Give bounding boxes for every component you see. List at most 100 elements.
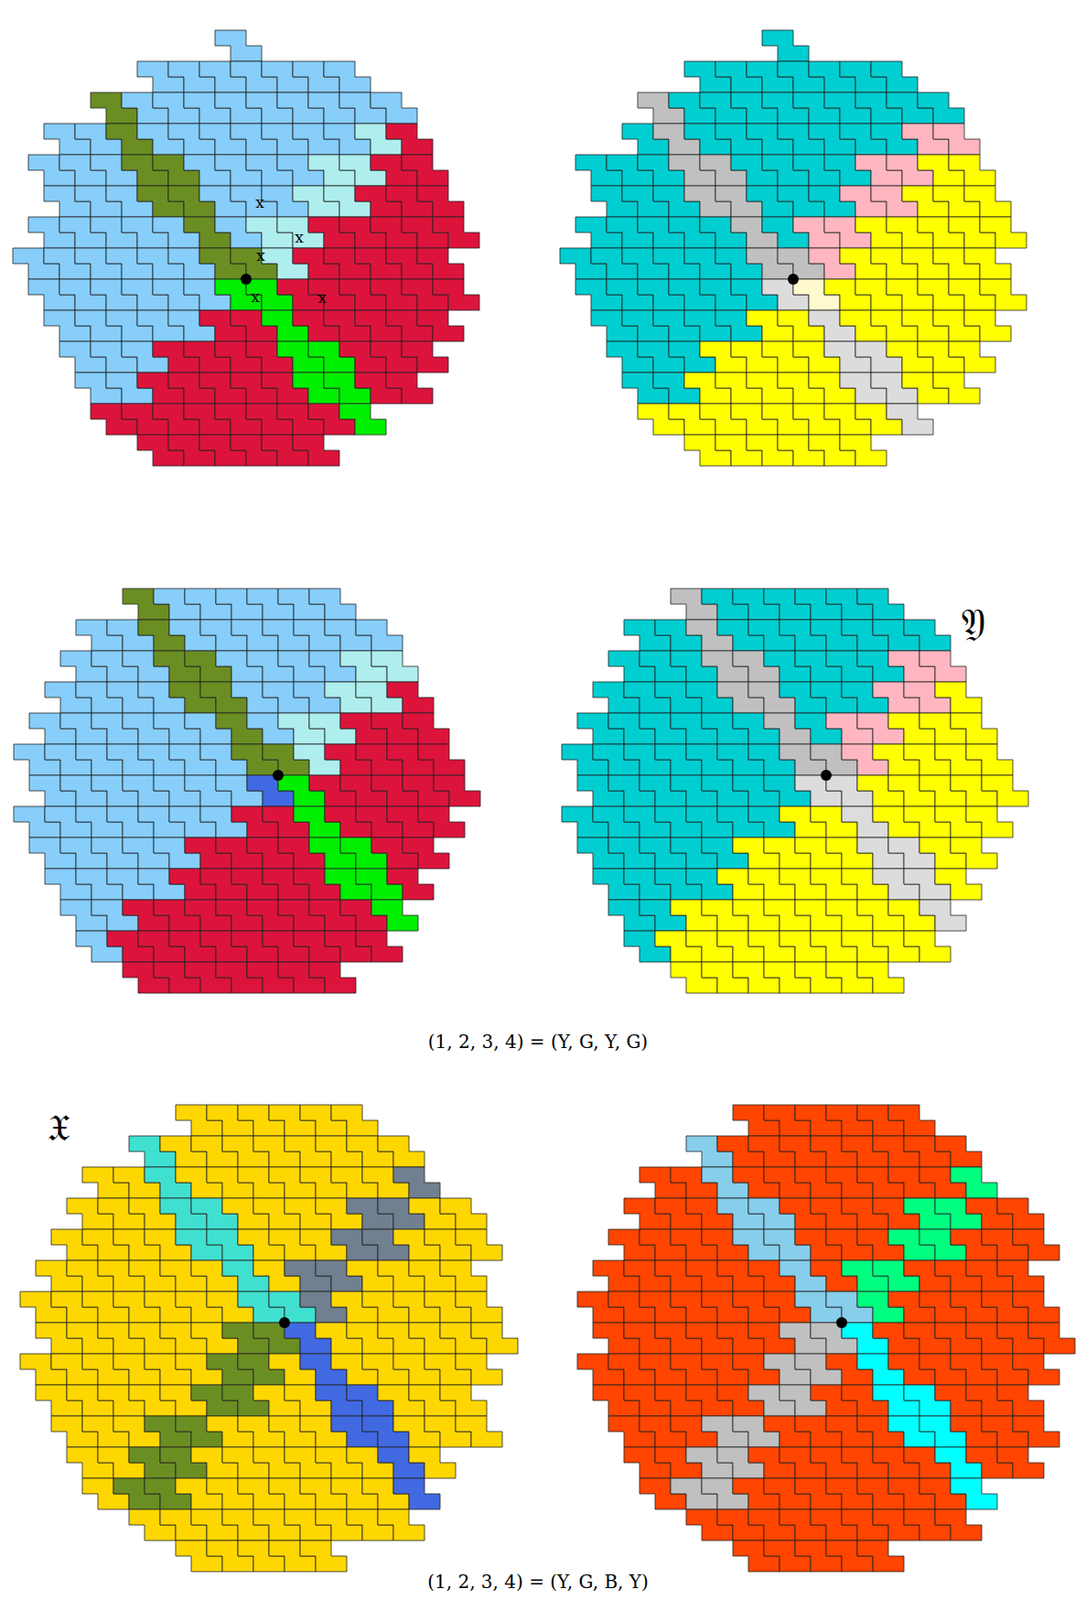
tile xyxy=(948,154,996,186)
tile xyxy=(408,1446,456,1478)
tile xyxy=(935,1508,982,1540)
tile xyxy=(997,1259,1044,1291)
tile xyxy=(964,310,1011,342)
tile xyxy=(440,1259,487,1291)
tile xyxy=(355,930,403,962)
tile xyxy=(418,743,465,775)
tile xyxy=(886,403,934,435)
tile xyxy=(1012,1353,1060,1385)
tile xyxy=(948,341,996,373)
tile xyxy=(331,1104,378,1136)
tile xyxy=(997,1384,1044,1416)
tile xyxy=(393,1166,441,1198)
tile xyxy=(377,1135,425,1167)
tile xyxy=(839,434,887,466)
tile xyxy=(950,712,998,744)
tile xyxy=(903,619,951,651)
tile-mark: x xyxy=(255,193,265,212)
tile xyxy=(919,650,967,682)
center-dot xyxy=(240,273,252,285)
tile-mark: x xyxy=(317,288,327,307)
tile xyxy=(455,1228,503,1260)
tile xyxy=(979,279,1027,311)
panel-symbol: 𝔜 xyxy=(961,601,986,645)
tile xyxy=(762,30,809,62)
panel-symbol: 𝔛 xyxy=(47,1106,71,1150)
tile xyxy=(933,123,980,155)
tile xyxy=(371,650,419,682)
tile xyxy=(440,1384,487,1416)
tile xyxy=(935,868,982,900)
tile xyxy=(370,92,418,124)
tile xyxy=(455,1415,503,1447)
tile xyxy=(401,154,449,186)
tile xyxy=(1012,1415,1060,1447)
tile xyxy=(432,279,480,311)
tile xyxy=(418,806,465,838)
tile xyxy=(455,1290,503,1323)
tile xyxy=(393,1477,441,1509)
tile xyxy=(1012,1228,1060,1260)
center-dot xyxy=(279,1316,291,1328)
tile xyxy=(964,247,1011,280)
tile xyxy=(1012,1290,1060,1323)
tile-mark: x xyxy=(250,287,260,306)
tile xyxy=(417,310,464,342)
tile xyxy=(401,341,449,373)
tile xyxy=(309,588,356,620)
tile xyxy=(935,1135,982,1167)
tile xyxy=(377,1508,425,1540)
tile xyxy=(292,434,340,466)
tile xyxy=(933,372,980,404)
tile xyxy=(417,247,464,280)
tile xyxy=(857,588,904,620)
tile xyxy=(1028,1322,1076,1354)
tile xyxy=(432,216,480,248)
tile xyxy=(997,1446,1044,1478)
tile xyxy=(979,216,1027,248)
tile xyxy=(309,961,356,993)
tile xyxy=(371,899,419,931)
tile xyxy=(966,806,1013,838)
tile xyxy=(950,837,998,869)
tile xyxy=(964,185,1011,217)
tile xyxy=(386,372,433,404)
tile xyxy=(386,123,433,155)
tile xyxy=(950,1166,998,1198)
tile xyxy=(440,1197,487,1229)
tile xyxy=(387,868,434,900)
center-dot xyxy=(787,273,799,285)
tile xyxy=(935,681,982,713)
tile xyxy=(903,930,951,962)
tile xyxy=(417,185,464,217)
center-dot xyxy=(272,769,284,781)
tile xyxy=(919,899,967,931)
tile xyxy=(323,61,371,93)
tile xyxy=(402,837,450,869)
tile xyxy=(355,619,403,651)
tile xyxy=(455,1353,503,1385)
tile xyxy=(215,30,262,62)
tile xyxy=(387,681,434,713)
tile xyxy=(857,1539,904,1571)
tile xyxy=(471,1322,518,1354)
tile xyxy=(950,1477,998,1509)
tile xyxy=(981,774,1029,807)
caption-text: (1, 2, 3, 4) = (Y, G, B, Y) xyxy=(423,1569,653,1592)
tile xyxy=(433,774,481,807)
center-dot xyxy=(820,769,832,781)
tile xyxy=(966,743,1013,775)
caption-text: (1, 2, 3, 4) = (Y, G, Y, G) xyxy=(424,1030,652,1053)
tile xyxy=(888,1104,936,1136)
center-dot xyxy=(836,1316,848,1328)
tile xyxy=(300,1539,347,1571)
tile xyxy=(997,1197,1044,1229)
tile xyxy=(402,712,450,744)
tile-mark: x xyxy=(294,227,304,247)
tile xyxy=(917,92,965,124)
tile xyxy=(339,403,387,435)
tile xyxy=(870,61,918,93)
tile-mark: x xyxy=(256,246,266,265)
tile xyxy=(857,961,904,993)
